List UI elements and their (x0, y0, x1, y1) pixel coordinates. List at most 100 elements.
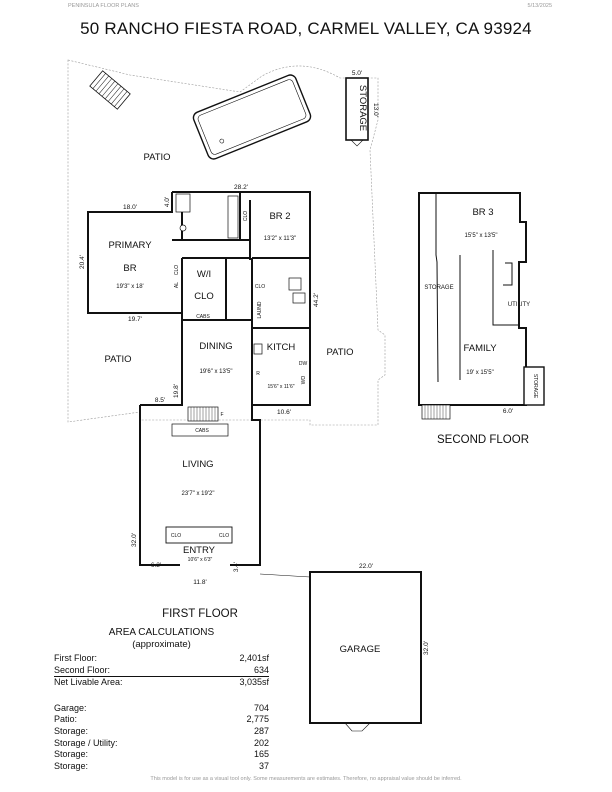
patio-right-label: PATIO (326, 347, 353, 358)
clo-entry-right: CLO (219, 533, 229, 539)
area-extra-label: Storage / Utility: (54, 737, 118, 748)
dw-label: DW (299, 361, 308, 367)
dim-6-3: 6.3' (151, 562, 161, 569)
area-extra-value: 165 (253, 749, 269, 760)
area-row-value: 2,401sf (239, 653, 269, 663)
washer-icon (288, 277, 302, 291)
dim-18-0: 18.0' (123, 204, 137, 211)
al-label: AL (174, 282, 180, 288)
area-extra-value: 202 (253, 737, 269, 748)
garage-door-icon (344, 722, 371, 732)
area-title: AREA CALCULATIONS (108, 627, 215, 638)
area-row: Second Floor: 634 (54, 665, 269, 678)
area-row-value: 3,035sf (239, 677, 269, 688)
area-row: First Floor: 2,401sf (54, 653, 269, 665)
area-row-label: First Floor: (54, 653, 98, 663)
stair-icon (187, 406, 219, 422)
dining-size: 19'6" x 13'5" (200, 369, 233, 375)
cabs-label-2: CABS (195, 428, 209, 434)
primary-label: PRIMARY (108, 240, 152, 251)
wi-label: W/I (197, 269, 211, 280)
area-extra-row: Storage / Utility: 202 (54, 738, 269, 750)
primary-size: 19'3" x 18' (116, 284, 143, 290)
storage-label: STORAGE (357, 85, 368, 131)
kitch-label: KITCH (267, 342, 296, 353)
dim-28-2: 28.2' (234, 184, 248, 191)
company-name: PENINSULA FLOOR PLANS (68, 3, 139, 9)
area-extra-row: Patio: 2,775 (54, 714, 269, 726)
area-extra-value: 37 (258, 760, 269, 771)
area-row: Net Livable Area: 3,035sf (54, 677, 269, 689)
plan-date: 5/13/2025 (527, 3, 552, 9)
storage-small-box (523, 366, 545, 406)
second-floor-inner-wall (435, 193, 519, 383)
cabs-label-1: CABS (196, 314, 210, 320)
pool-icon (192, 74, 312, 160)
storage-height: 13.0' (372, 103, 379, 117)
area-extra-row: Storage: 287 (54, 726, 269, 738)
property-address-title: 50 RANCHO FIESTA ROAD, CARMEL VALLEY, CA… (80, 19, 532, 38)
area-extra-label: Storage: (54, 760, 89, 771)
garage-connector (259, 573, 311, 578)
wo-label: WO (301, 376, 307, 385)
area-row-label: Second Floor: (54, 664, 111, 675)
area-extra-label: Patio: (54, 714, 78, 725)
toilet-icon (179, 224, 187, 232)
br3-label: BR 3 (472, 207, 493, 218)
second-floor-label: SECOND FLOOR (437, 434, 529, 446)
area-extra-row: Garage: 704 (54, 703, 269, 715)
area-extra-row: Storage: 165 (54, 749, 269, 761)
patio-left-label: PATIO (104, 354, 131, 365)
dryer-icon (292, 292, 306, 304)
f-mark-label: F (220, 412, 223, 418)
area-calculations: AREA CALCULATIONS (approximate) First Fl… (54, 627, 269, 772)
entry-label: ENTRY (183, 545, 216, 556)
dim-8-5: 8.5' (155, 397, 165, 404)
range-icon (253, 343, 263, 355)
cabinet-row (171, 423, 229, 437)
storage-shed (345, 77, 369, 141)
area-extra-label: Storage: (54, 749, 89, 760)
second-storage-label: STORAGE (424, 285, 453, 291)
entry-hall (165, 526, 233, 544)
clo-br2-label: CLO (243, 211, 249, 221)
br3-size: 15'5" x 13'5" (465, 233, 498, 239)
patio-top-label: PATIO (143, 152, 170, 163)
second-floor-stair-icon (421, 404, 451, 420)
laund-label: LAUND (257, 301, 263, 318)
dim-32-0: 32.0' (131, 533, 138, 547)
dim-4-0: 4.0' (164, 197, 171, 207)
family-size: 19' x 15'5" (466, 370, 493, 376)
dim-44-2: 44.2' (313, 293, 320, 307)
garage-label: GARAGE (340, 644, 381, 655)
clo-entry-left: CLO (171, 533, 181, 539)
dim-19-7: 19.7' (128, 316, 142, 323)
dim-11-8: 11.8' (193, 579, 206, 586)
garage-outline (309, 571, 422, 724)
entry-size: 10'6" x 6'3" (188, 557, 213, 563)
storage-width: 5.0' (352, 70, 362, 77)
area-subtitle: (approximate) (132, 639, 191, 650)
storage-small-label: STORAGE (532, 374, 538, 399)
primary-br-label: BR (123, 263, 136, 274)
deck-stair-icon (89, 70, 131, 110)
wi-clo-label: CLO (194, 291, 214, 302)
area-row-label: Net Livable Area: (54, 677, 123, 688)
living-size: 23'7" x 19'2" (182, 491, 215, 497)
dim-19-8: 19.8' (173, 384, 180, 398)
br2-size: 13'2" x 11'3" (264, 236, 296, 242)
br2-label: BR 2 (269, 211, 290, 222)
area-extra-value: 287 (253, 725, 269, 736)
garage-height: 32.0' (423, 641, 430, 655)
utility-label: UTILITY (508, 302, 530, 308)
second-floor-outline (418, 192, 527, 406)
area-extra-value: 2,775 (246, 714, 269, 725)
dim-10-6: 10.6' (277, 409, 291, 416)
area-extra-row: Storage: 37 (54, 761, 269, 773)
disclaimer-footer: This model is for use as a visual tool o… (150, 776, 462, 782)
dim-3-4: 3.4' (233, 562, 240, 572)
area-extra-value: 704 (253, 702, 269, 713)
dim-20-4: 20.4' (79, 255, 86, 269)
area-extra-label: Garage: (54, 702, 87, 713)
